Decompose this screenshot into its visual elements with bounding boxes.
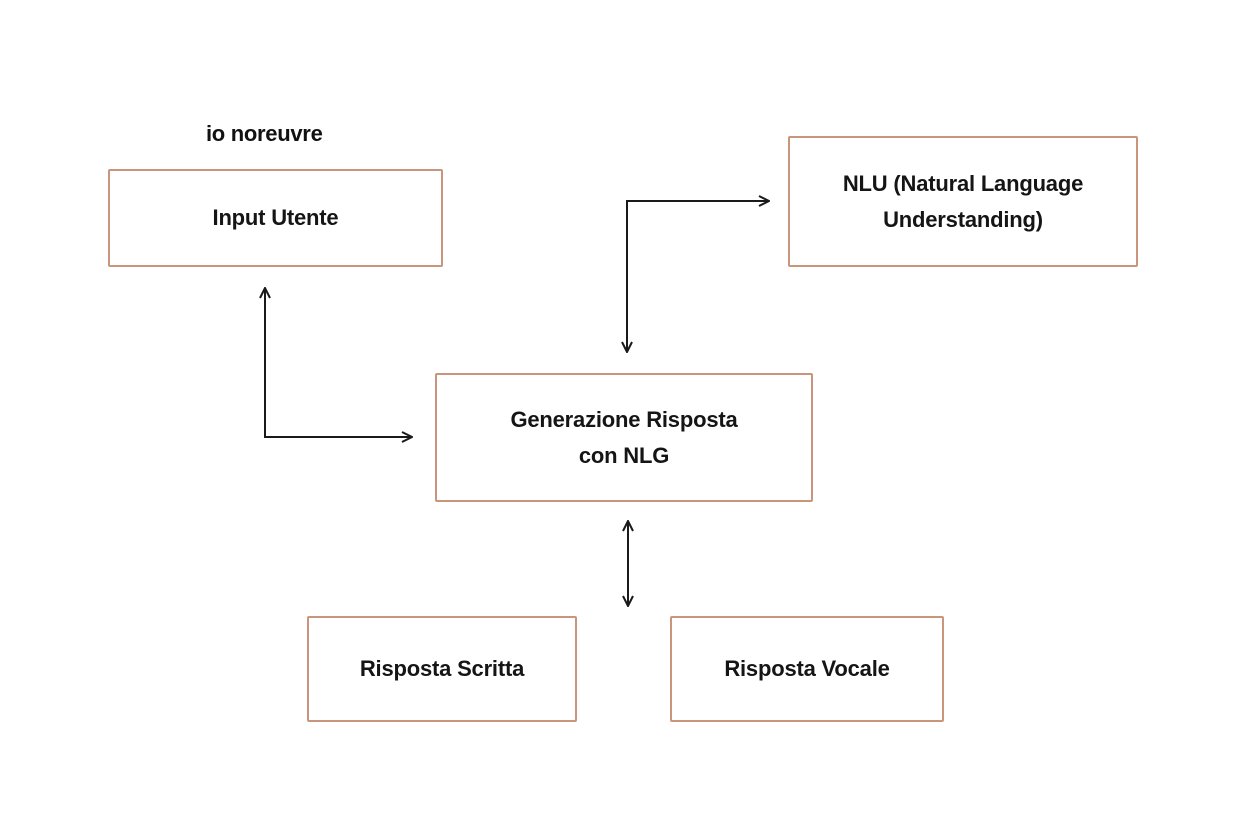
node-voice-label: Risposta Vocale: [724, 656, 890, 681]
node-risposta-scritta: Risposta Scritta: [307, 616, 577, 722]
diagram-heading: io noreuvre: [206, 121, 323, 146]
node-input-label: Input Utente: [212, 205, 339, 230]
node-written-label: Risposta Scritta: [359, 656, 525, 681]
node-nlu-label: NLU (Natural Language Understanding): [842, 170, 1084, 232]
node-generazione-risposta: Generazione Risposta con NLG: [435, 373, 813, 502]
edge-input-nlg: [265, 288, 412, 437]
node-risposta-vocale: Risposta Vocale: [670, 616, 944, 722]
node-nlu: NLU (Natural Language Understanding): [788, 136, 1138, 267]
edge-nlu-nlg: [627, 201, 769, 352]
node-nlg-label: Generazione Risposta con NLG: [510, 406, 738, 468]
node-input-utente: Input Utente: [108, 169, 443, 267]
